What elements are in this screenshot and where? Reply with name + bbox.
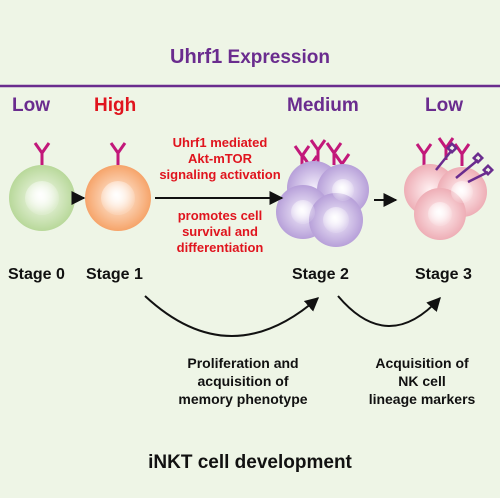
stage1-label: Stage 1 xyxy=(86,266,143,283)
stage1-cell xyxy=(85,141,151,231)
header-gene: Uhrf1 xyxy=(170,46,223,68)
curve-s2-s3 xyxy=(337,295,441,327)
mechanism-text-upper: Uhrf1 mediated Akt-mTOR signaling activa… xyxy=(159,135,281,182)
proliferation-annotation: Proliferation and acquisition of memory … xyxy=(178,355,308,407)
stage0-label: Stage 0 xyxy=(8,266,65,283)
header-suffix: Expression xyxy=(222,47,330,68)
footer-title: iNKT cell development xyxy=(148,452,352,473)
level-stage0: Low xyxy=(12,95,50,116)
header-title: Uhrf1 Expression xyxy=(0,46,500,69)
stage3-label: Stage 3 xyxy=(415,266,472,283)
nk-annotation: Acquisition of NK cell lineage markers xyxy=(368,355,476,407)
level-stage1: High xyxy=(94,95,137,116)
level-stage2: Medium xyxy=(287,95,359,116)
level-stage3: Low xyxy=(425,95,463,116)
stage0-cell xyxy=(9,141,75,231)
stage2-label: Stage 2 xyxy=(292,266,349,283)
mechanism-text-lower: promotes cell survival and differentiati… xyxy=(176,208,264,255)
stage3-cells xyxy=(404,136,495,240)
curve-s1-s2 xyxy=(144,295,320,337)
stage2-cells xyxy=(276,138,369,247)
